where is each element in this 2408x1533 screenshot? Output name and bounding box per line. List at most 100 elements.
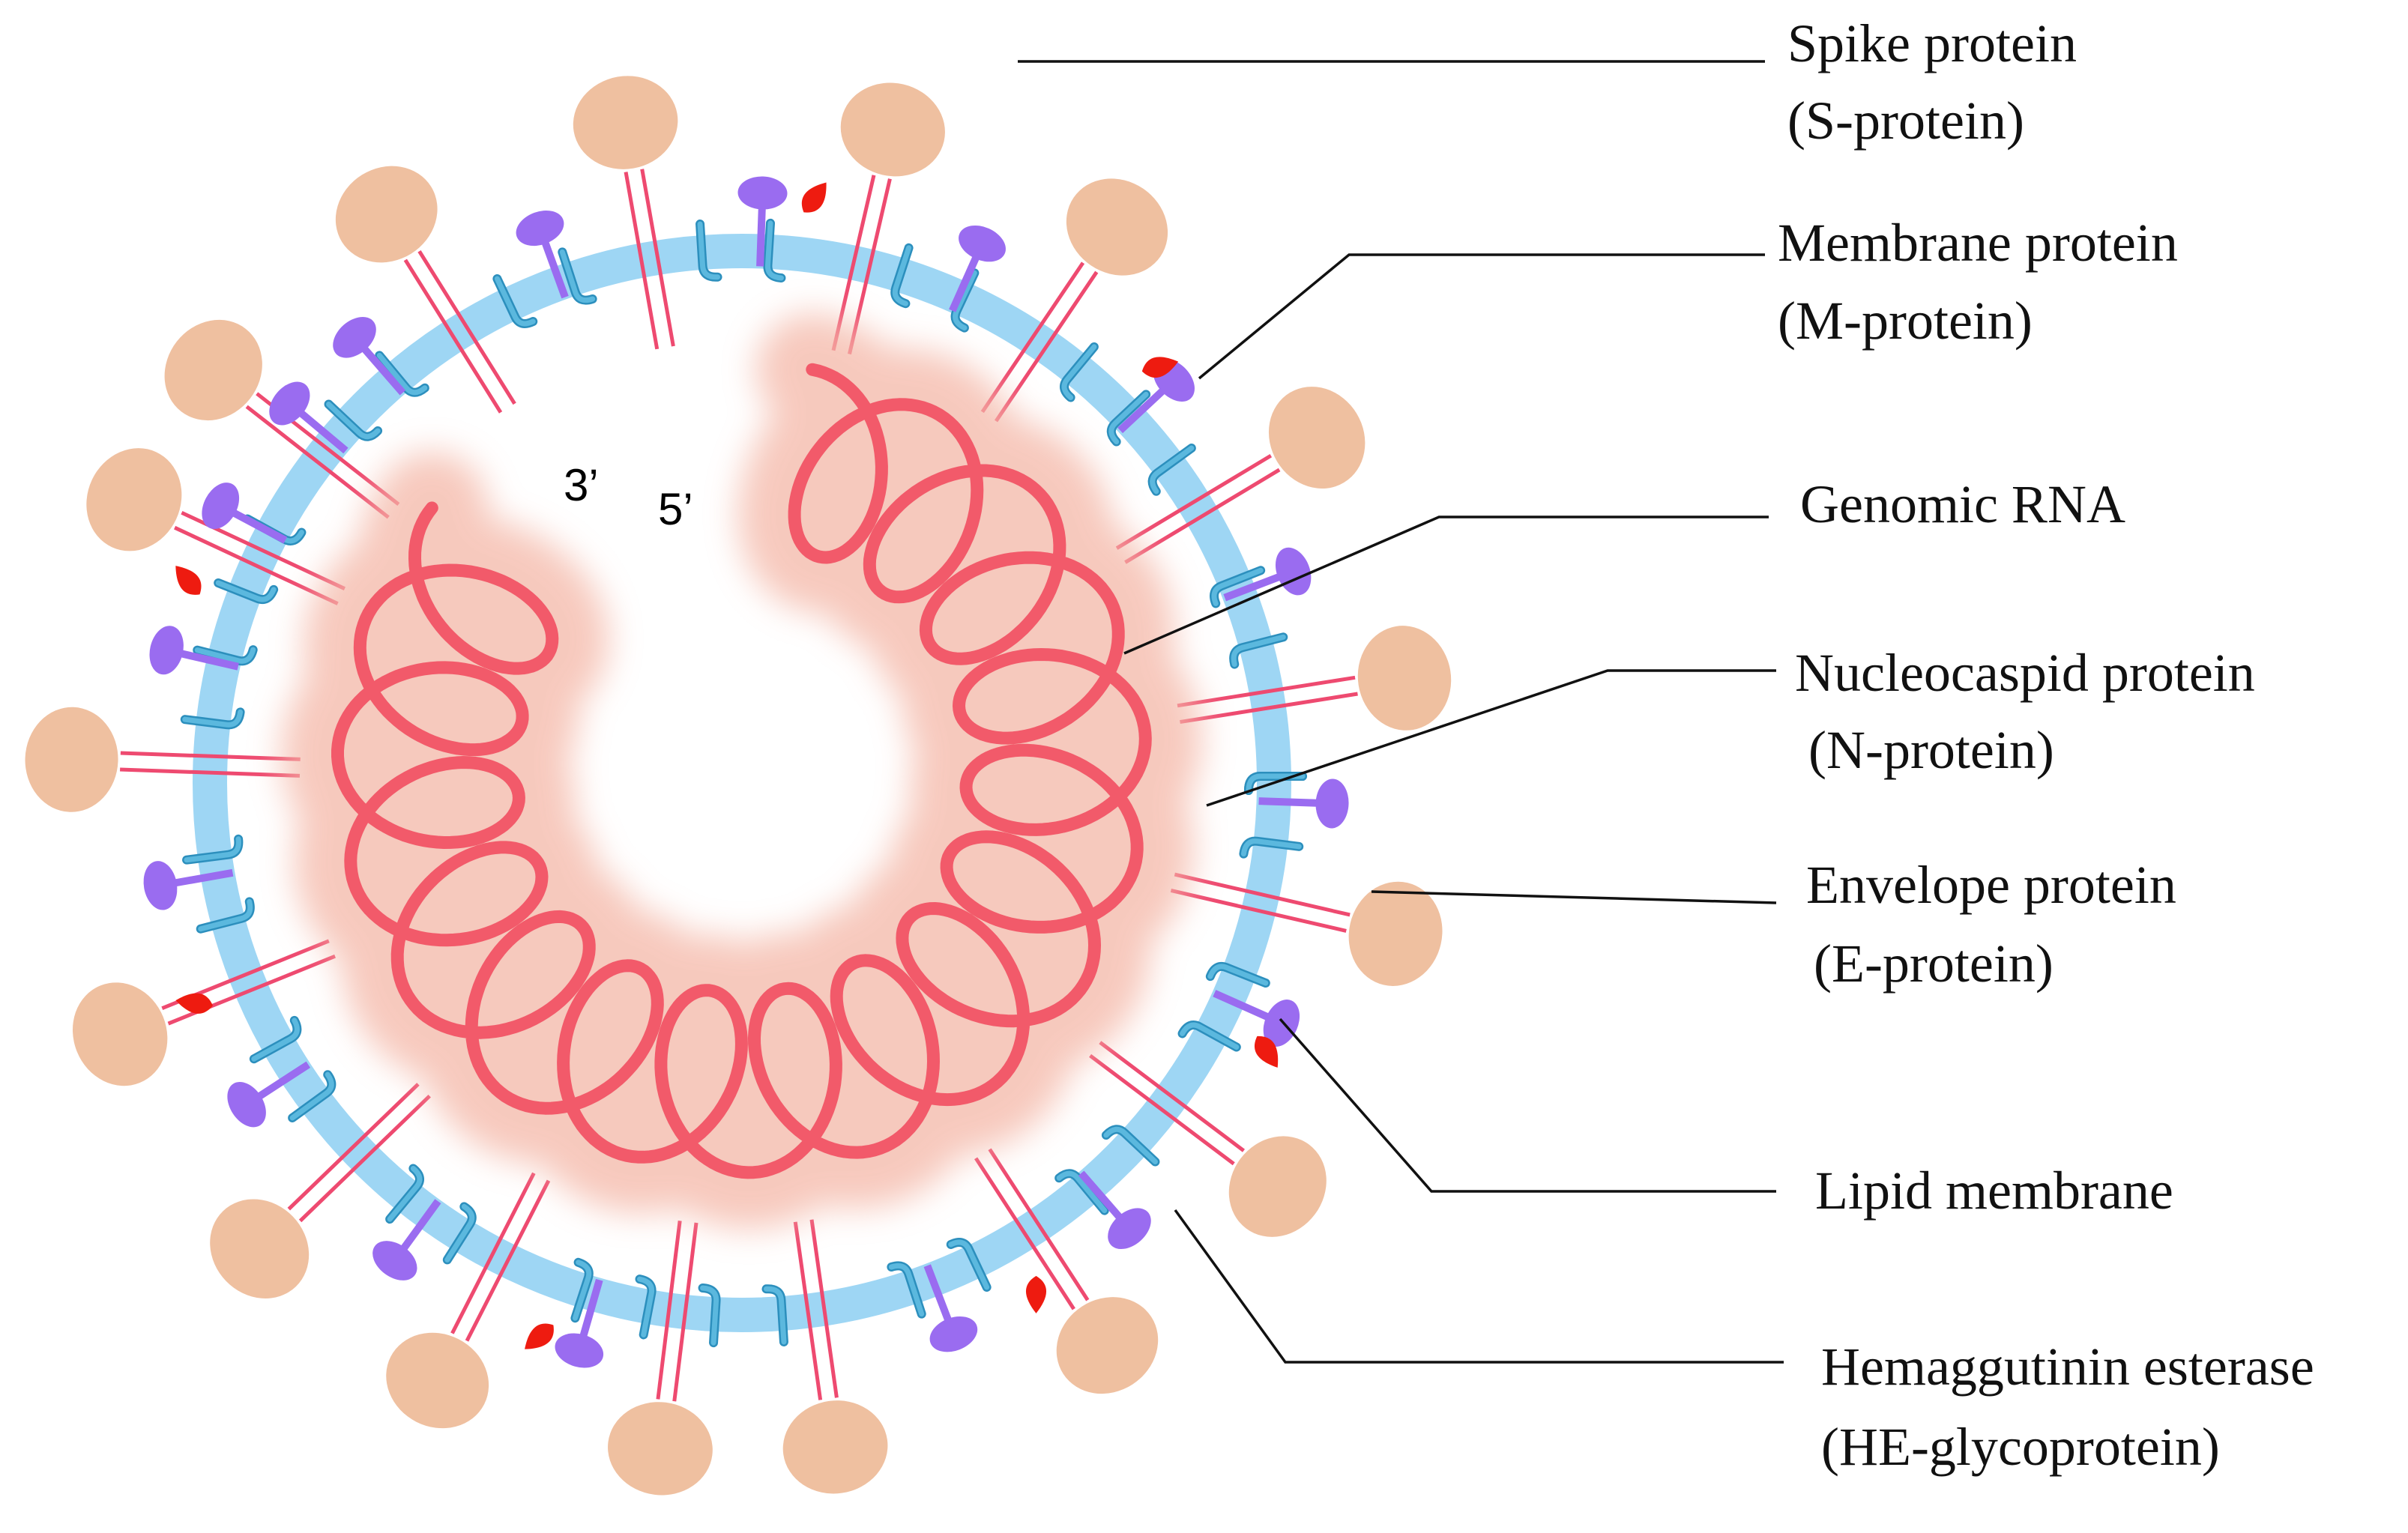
envelope-protein-head [555, 1333, 604, 1368]
spike-protein [573, 76, 678, 350]
membrane-protein [1244, 772, 1307, 795]
spike-stalk [974, 1157, 1075, 1310]
spike-head [1066, 178, 1168, 276]
rna-leader-line [1123, 515, 1769, 655]
he-label: Hemaggutinin esterase [1821, 1337, 2314, 1397]
membrane-protein [249, 1015, 302, 1064]
he-leader-line [1174, 1209, 1784, 1364]
membrane-protein [890, 243, 914, 309]
membrane-sublabel: (M-protein) [1778, 291, 2033, 351]
he-glycoprotein [1254, 1035, 1279, 1068]
membrane-protein [182, 834, 244, 865]
spike-stalk [793, 1221, 823, 1400]
spike-stalk [809, 1219, 839, 1398]
envelope-protein [1258, 778, 1349, 829]
envelope-proteins [143, 176, 1349, 1368]
nucleocapsid-sublabel: (N-protein) [1808, 720, 2054, 780]
envelope-protein-head [516, 210, 564, 247]
membrane-protein-body [215, 580, 277, 602]
membrane-protein-body [1061, 344, 1097, 401]
he-glycoproteins [175, 182, 1279, 1349]
envelope-label: Envelope protein [1806, 855, 2176, 915]
membrane-protein [763, 218, 786, 282]
rna-3-prime-label: 3’ [564, 460, 599, 510]
envelope-protein-stem [541, 241, 569, 299]
spike-head [1268, 387, 1366, 489]
spike-protein [608, 1220, 713, 1496]
spike-head [86, 448, 182, 551]
he-glycoprotein [801, 182, 827, 213]
spike-protein [335, 166, 516, 414]
envelope-protein [923, 1264, 978, 1352]
envelope-protein [1213, 990, 1300, 1047]
membrane-protein-body [184, 836, 241, 863]
membrane-protein-body [1150, 445, 1195, 495]
spike-head [1056, 1297, 1159, 1394]
genomic-rna [331, 363, 1152, 1179]
envelope-protein [516, 210, 569, 299]
spike-stalk [624, 172, 660, 350]
membrane-protein [950, 268, 980, 333]
spike-stalk [465, 1179, 551, 1342]
membrane-protein-body [559, 249, 596, 303]
spike-protein [210, 1083, 431, 1298]
spike-stalk [403, 258, 503, 414]
membrane-protein-body [763, 1286, 787, 1345]
envelope-protein [202, 483, 288, 544]
envelope-protein-head [149, 626, 184, 675]
membrane-protein-body [251, 1018, 300, 1062]
spike-stalk [1170, 889, 1347, 933]
spike-stalk [672, 1222, 698, 1402]
he-sublabel: (HE-glycoprotein) [1821, 1417, 2220, 1477]
spike-stalk [1177, 675, 1356, 708]
envelope-protein-head [1108, 1208, 1151, 1249]
spike-head [210, 1199, 310, 1298]
envelope-leader-line [1371, 890, 1777, 904]
membrane-protein-body [948, 1239, 990, 1290]
spike-protein [1089, 1041, 1327, 1237]
envelope-protein-stem [1117, 387, 1166, 434]
spike-protein [782, 1219, 888, 1494]
envelope-protein-stem [257, 1061, 311, 1100]
spike-protein [831, 82, 945, 355]
spike-head [386, 1332, 489, 1429]
envelope-protein-head [372, 1241, 417, 1280]
nucleocapsid-label: Nucleocaspid protein [1795, 643, 2255, 703]
membrane-protein [887, 1261, 926, 1319]
membrane-protein [695, 220, 722, 282]
spike-stalk [1124, 468, 1281, 564]
spike-stalk [1180, 692, 1358, 725]
envelope-protein-stem [949, 256, 980, 312]
membrane-protein-body [1240, 838, 1302, 857]
spike-head [164, 319, 262, 421]
envelope-protein-stem [923, 1264, 952, 1322]
spike-stalk [450, 1172, 536, 1334]
membrane-protein-body [1207, 964, 1269, 986]
envelope-protein [372, 1199, 441, 1280]
membrane-protein [1210, 566, 1266, 608]
envelope-protein [555, 1278, 604, 1368]
spike-head [840, 82, 945, 177]
envelope-protein [333, 317, 406, 396]
membrane-protein [1147, 444, 1196, 496]
membrane-protein [442, 1202, 477, 1265]
spike-stalk [298, 1094, 431, 1223]
envelope-protein [227, 1061, 311, 1128]
spike-head [573, 76, 678, 169]
membrane-protein [324, 399, 383, 441]
spike-stalk [980, 261, 1085, 414]
spike-proteins [25, 76, 1452, 1496]
envelope-protein-head [333, 317, 376, 358]
membrane-protein-body [1103, 1126, 1158, 1164]
envelope-protein-stem [400, 1199, 441, 1251]
he-glycoprotein [525, 1323, 554, 1349]
membrane-protein [946, 1238, 992, 1292]
envelope-protein [269, 381, 348, 454]
membrane-protein [1054, 1169, 1109, 1215]
spike-head [1357, 626, 1452, 731]
spike-head [335, 166, 438, 263]
membrane-protein [193, 645, 258, 666]
spike-stalk [287, 1083, 420, 1211]
envelope-protein-head [959, 225, 1006, 262]
nucleocapsid-leader-line [1206, 669, 1776, 807]
